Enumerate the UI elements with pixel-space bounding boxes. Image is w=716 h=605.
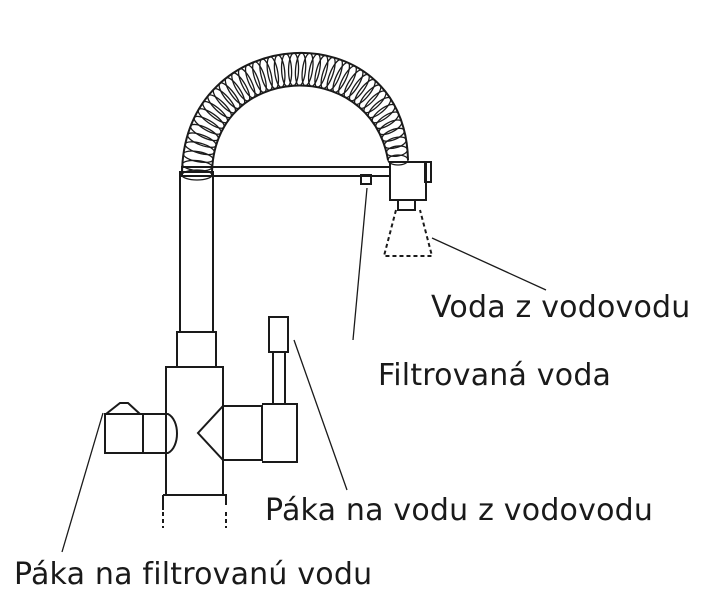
spout-column <box>176 171 217 368</box>
spring-coil <box>385 145 409 157</box>
spring-coil <box>307 53 322 87</box>
spring-coil <box>287 52 300 87</box>
label-mains-lever: Páka na vodu z vodovodu <box>265 493 654 528</box>
spring-coil <box>314 54 329 88</box>
spring-coil <box>184 141 216 156</box>
spring-coil <box>363 90 387 114</box>
spring-coil <box>244 64 262 96</box>
spring-coil <box>218 82 241 110</box>
label-mains-water: Voda z vodovodu <box>431 290 691 325</box>
spring-coil <box>358 84 382 110</box>
spring-coil <box>375 111 400 130</box>
spring-coil <box>387 154 409 166</box>
spring-coil <box>207 94 233 119</box>
spring-coil <box>338 65 357 96</box>
spring-coil <box>332 61 351 93</box>
pointer-arrows <box>61 187 547 553</box>
spring-coil <box>193 115 222 135</box>
spring-coil <box>189 123 220 142</box>
filter-lever-body <box>104 402 178 454</box>
spring-coil <box>301 52 314 87</box>
spring-coil <box>367 96 392 119</box>
mains-lever-body <box>196 316 298 463</box>
spring-coil <box>186 132 217 148</box>
spring-coil <box>280 53 293 87</box>
spring-coil <box>252 61 267 94</box>
spring-coil <box>348 73 370 102</box>
mixer-body <box>162 366 227 528</box>
spring-coil <box>378 119 403 136</box>
spring-coil <box>383 136 407 150</box>
spring-coil <box>353 78 376 106</box>
spring-coil <box>326 59 344 91</box>
spring-coil <box>237 68 256 99</box>
spring-coil <box>259 58 273 91</box>
spring-coil <box>381 127 405 142</box>
spring-coil <box>371 103 396 124</box>
spring-coil <box>212 88 237 114</box>
spring-coil <box>294 52 307 87</box>
spring-coil <box>202 100 229 124</box>
spring-coil <box>224 77 246 106</box>
spray-head <box>382 161 434 257</box>
spring-coil <box>231 72 251 102</box>
spring-hose <box>181 51 409 181</box>
label-filter-lever: Páka na filtrovanú vodu <box>14 557 373 592</box>
spring-coil <box>320 56 336 90</box>
spring-coil <box>197 108 225 129</box>
spring-coil <box>182 150 214 164</box>
spring-coil <box>273 54 286 88</box>
spring-coil <box>266 56 280 90</box>
label-filtered-water: Filtrovaná voda <box>378 358 612 393</box>
spring-coil <box>343 69 364 99</box>
